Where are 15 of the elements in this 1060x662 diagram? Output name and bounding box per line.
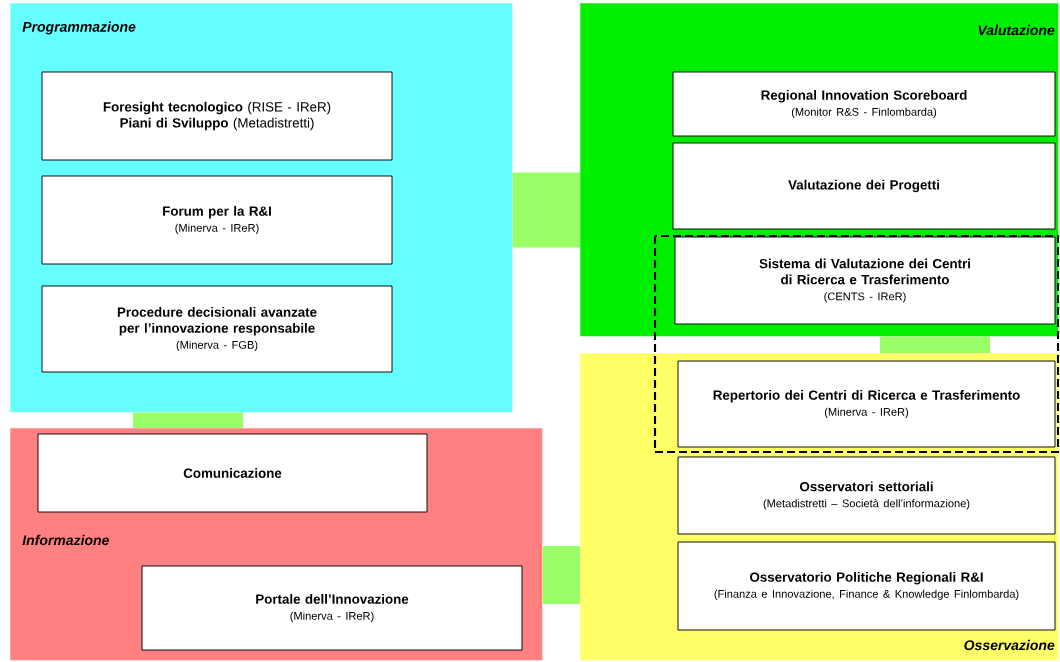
text-box: Foresight tecnologico (RISE - IReR) Piani di Sviluppo (Metadistretti) xyxy=(41,71,393,161)
text-box: Portale dell’Innovazione (Minerva - IReR) xyxy=(141,565,523,651)
connector-band xyxy=(542,546,580,604)
text-box: Sistema di Valutazione dei Centri di Ricerca e Trasferimento (CENTS - IReR) xyxy=(674,236,1056,325)
text-box: Forum per la R&I (Minerva - IReR) xyxy=(41,175,393,265)
text-box: Comunicazione xyxy=(37,433,428,513)
text-box: Regional Innovation Scoreboard (Monitor R&S - Finlombarda) xyxy=(672,71,1056,137)
text-box: Osservatori settoriali (Metadistretti – Società dell’informazione) xyxy=(677,456,1056,535)
text-box: Procedure decisionali avanzate per l’innovazione responsabile (Minerva - FGB) xyxy=(41,285,393,373)
connector-band xyxy=(133,412,243,428)
connector-band xyxy=(512,172,580,248)
text-box: Osservatorio Politiche Regionali R&I (Finanza e Innovazione, Finance & Knowledge Finlombarda) xyxy=(677,541,1056,631)
text-box: Repertorio dei Centri di Ricerca e Trasferimento (Minerva - IReR) xyxy=(677,360,1056,448)
text-box: Valutazione dei Progetti xyxy=(672,142,1056,230)
connector-band xyxy=(880,336,990,353)
